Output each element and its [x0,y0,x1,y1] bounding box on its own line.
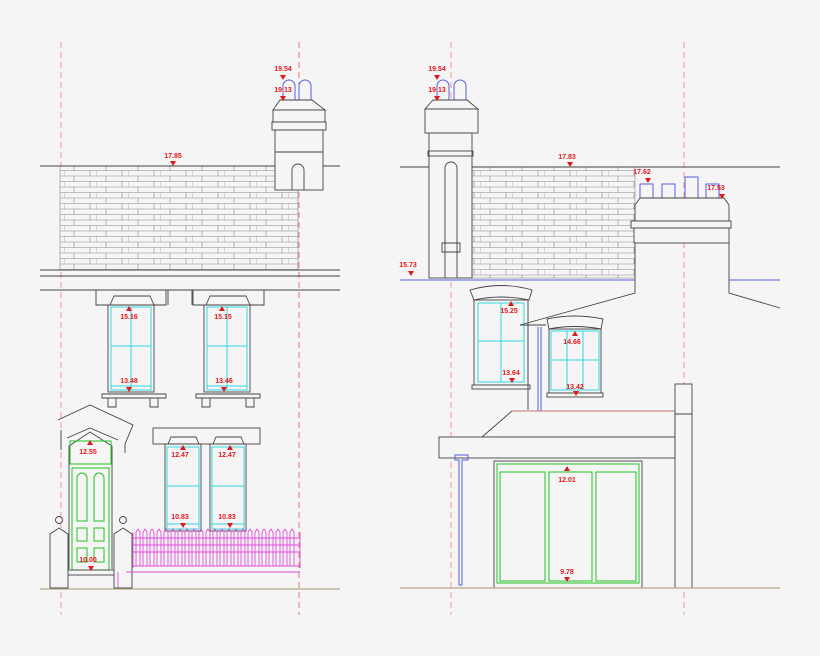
svg-text:13.48: 13.48 [120,378,138,385]
svg-text:10.83: 10.83 [218,514,236,521]
svg-text:13.64: 13.64 [502,370,520,377]
svg-text:15.25: 15.25 [500,308,518,315]
level-marker: 13.64 [502,370,520,383]
level-marker: 19.13 [428,87,446,101]
svg-text:19.54: 19.54 [274,66,292,73]
level-marker: 17.53 [707,185,725,199]
level-marker: 19.54 [274,66,292,80]
level-marker: 19.54 [428,66,446,80]
svg-text:19.54: 19.54 [428,66,446,73]
extension [438,383,693,589]
level-marker: 9.78 [560,569,574,582]
svg-text:17.53: 17.53 [707,185,725,192]
level-marker: 10.00 [79,557,97,571]
level-marker: 15.25 [500,301,518,315]
level-marker: 15.15 [214,306,232,321]
roof-tiles [59,165,299,271]
svg-text:19.13: 19.13 [428,87,446,94]
level-marker: 17.83 [558,154,576,167]
level-marker: 12.47 [218,445,236,459]
bay-windows [152,427,261,532]
level-marker: 13.48 [120,378,138,392]
svg-text:17.62: 17.62 [633,169,651,176]
svg-text:12.01: 12.01 [558,477,576,484]
svg-text:17.83: 17.83 [558,154,576,161]
left-elevation [40,79,340,590]
svg-text:15.73: 15.73 [399,262,417,269]
level-marker: 12.55 [79,440,97,456]
level-marker: 12.01 [558,466,576,484]
svg-text:13.46: 13.46 [215,378,233,385]
level-marker: 13.42 [566,384,584,396]
tall-chimney [423,79,480,279]
svg-text:12.55: 12.55 [79,449,97,456]
level-marker: 19.13 [274,87,292,101]
level-marker: 10.83 [218,514,236,528]
level-marker: 15.73 [399,262,417,276]
first-floor-windows [101,295,261,408]
svg-text:15.16: 15.16 [120,314,138,321]
stack-chimney [519,176,781,326]
level-marker: 13.46 [215,378,233,392]
svg-text:15.15: 15.15 [214,314,232,321]
level-marker: 10.83 [171,514,189,528]
right-elevation [400,79,781,589]
level-marker: 17.62 [633,169,651,183]
svg-text:19.13: 19.13 [274,87,292,94]
gate-piers [49,516,133,589]
roof-tiles [471,166,636,279]
svg-text:9.78: 9.78 [560,569,574,576]
svg-text:12.47: 12.47 [218,452,236,459]
svg-text:10.83: 10.83 [171,514,189,521]
level-marker: 12.47 [171,445,189,459]
chimney [271,79,327,191]
svg-text:10.00: 10.00 [79,557,97,564]
svg-text:14.66: 14.66 [563,339,581,346]
level-annotations: 19.54 19.13 17.85 15.16 15.15 13.48 13.4… [79,66,725,582]
upper-windows [469,285,604,412]
level-marker: 15.16 [120,306,138,321]
level-marker: 17.85 [164,153,182,166]
railing [117,528,301,588]
svg-text:12.47: 12.47 [171,452,189,459]
svg-text:17.85: 17.85 [164,153,182,160]
level-marker: 14.66 [563,331,581,346]
svg-text:13.42: 13.42 [566,384,584,391]
